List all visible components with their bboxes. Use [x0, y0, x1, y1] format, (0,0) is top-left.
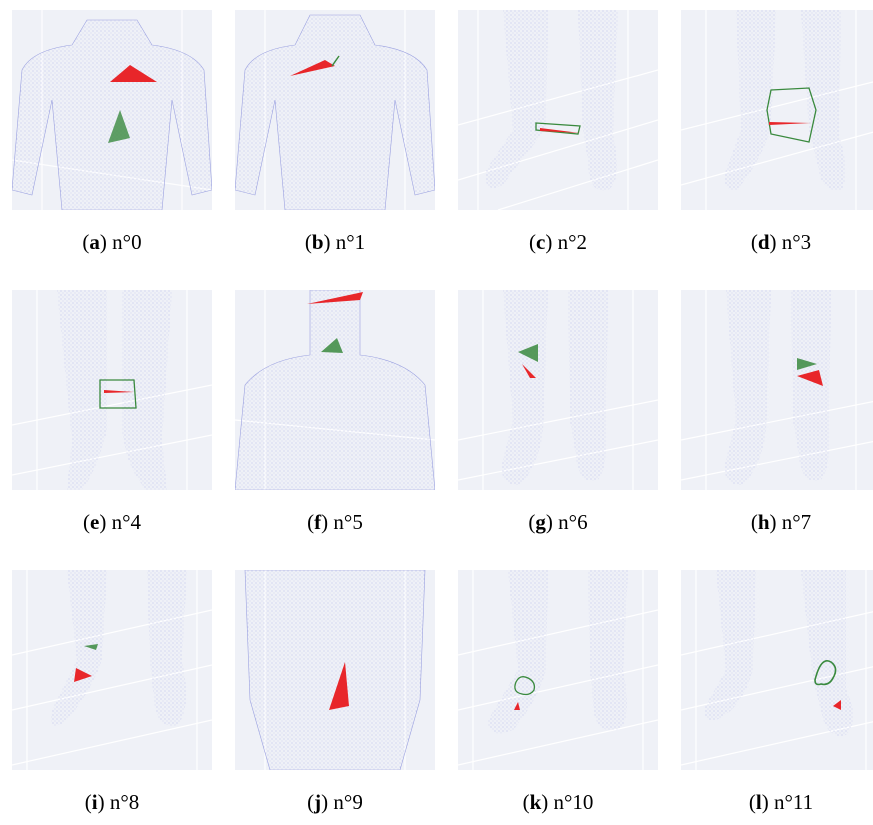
panel-c — [458, 10, 658, 210]
green-outline — [535, 122, 581, 135]
caption-c: (c) n°2 — [529, 230, 587, 254]
caption-g: (g) n°6 — [528, 510, 588, 534]
caption-b: (b) n°1 — [304, 230, 366, 254]
point-cloud-figure — [235, 290, 435, 490]
panel-e — [12, 290, 212, 490]
caption-a: (a) n°0 — [82, 230, 142, 254]
point-cloud-figure — [458, 570, 658, 770]
red-triangle — [540, 128, 580, 133]
panel-a — [12, 10, 212, 210]
caption-f: (f) n°5 — [307, 510, 363, 534]
caption-j: (j) n°9 — [307, 790, 363, 814]
point-cloud-figure — [12, 290, 212, 490]
panel-k — [458, 570, 658, 770]
caption-i: (i) n°8 — [84, 790, 140, 814]
red-triangle — [110, 65, 157, 82]
panel-f — [235, 290, 435, 490]
green-triangle — [797, 358, 817, 370]
red-triangle — [74, 668, 92, 682]
point-cloud-figure — [12, 10, 212, 210]
red-triangle — [769, 122, 811, 125]
red-triangle — [514, 702, 520, 710]
green-triangle — [84, 644, 98, 650]
green-outline — [766, 87, 817, 143]
green-triangle — [321, 338, 343, 353]
caption-k: (k) n°10 — [522, 790, 594, 814]
point-cloud-figure — [458, 290, 658, 490]
point-cloud-figure — [244, 570, 426, 770]
green-triangle — [108, 110, 130, 143]
panel-g — [458, 290, 658, 490]
panel-b — [235, 10, 435, 210]
red-triangle — [104, 390, 134, 393]
red-triangle — [522, 364, 536, 378]
red-triangle — [833, 700, 841, 710]
panel-l — [681, 570, 873, 770]
green-outline — [514, 676, 536, 696]
point-cloud-figure — [12, 570, 212, 770]
panel-h — [681, 290, 873, 490]
point-cloud-figure — [458, 10, 658, 210]
green-triangle — [518, 344, 538, 362]
green-outline — [99, 379, 137, 409]
point-cloud-figure — [235, 10, 435, 210]
caption-l: (l) n°11 — [748, 790, 814, 814]
point-cloud-figure — [681, 10, 873, 210]
point-cloud-figure — [681, 570, 873, 770]
caption-h: (h) n°7 — [750, 510, 812, 534]
red-triangle — [329, 662, 349, 710]
point-cloud-figure — [681, 290, 873, 490]
caption-d: (d) n°3 — [750, 230, 812, 254]
red-triangle — [290, 60, 335, 76]
panel-i — [12, 570, 212, 770]
panel-j — [235, 570, 435, 770]
panel-d — [681, 10, 873, 210]
red-triangle — [307, 292, 363, 304]
green-outline — [814, 660, 837, 686]
caption-e: (e) n°4 — [83, 510, 141, 534]
green-segment — [331, 55, 340, 67]
red-triangle — [797, 370, 823, 386]
